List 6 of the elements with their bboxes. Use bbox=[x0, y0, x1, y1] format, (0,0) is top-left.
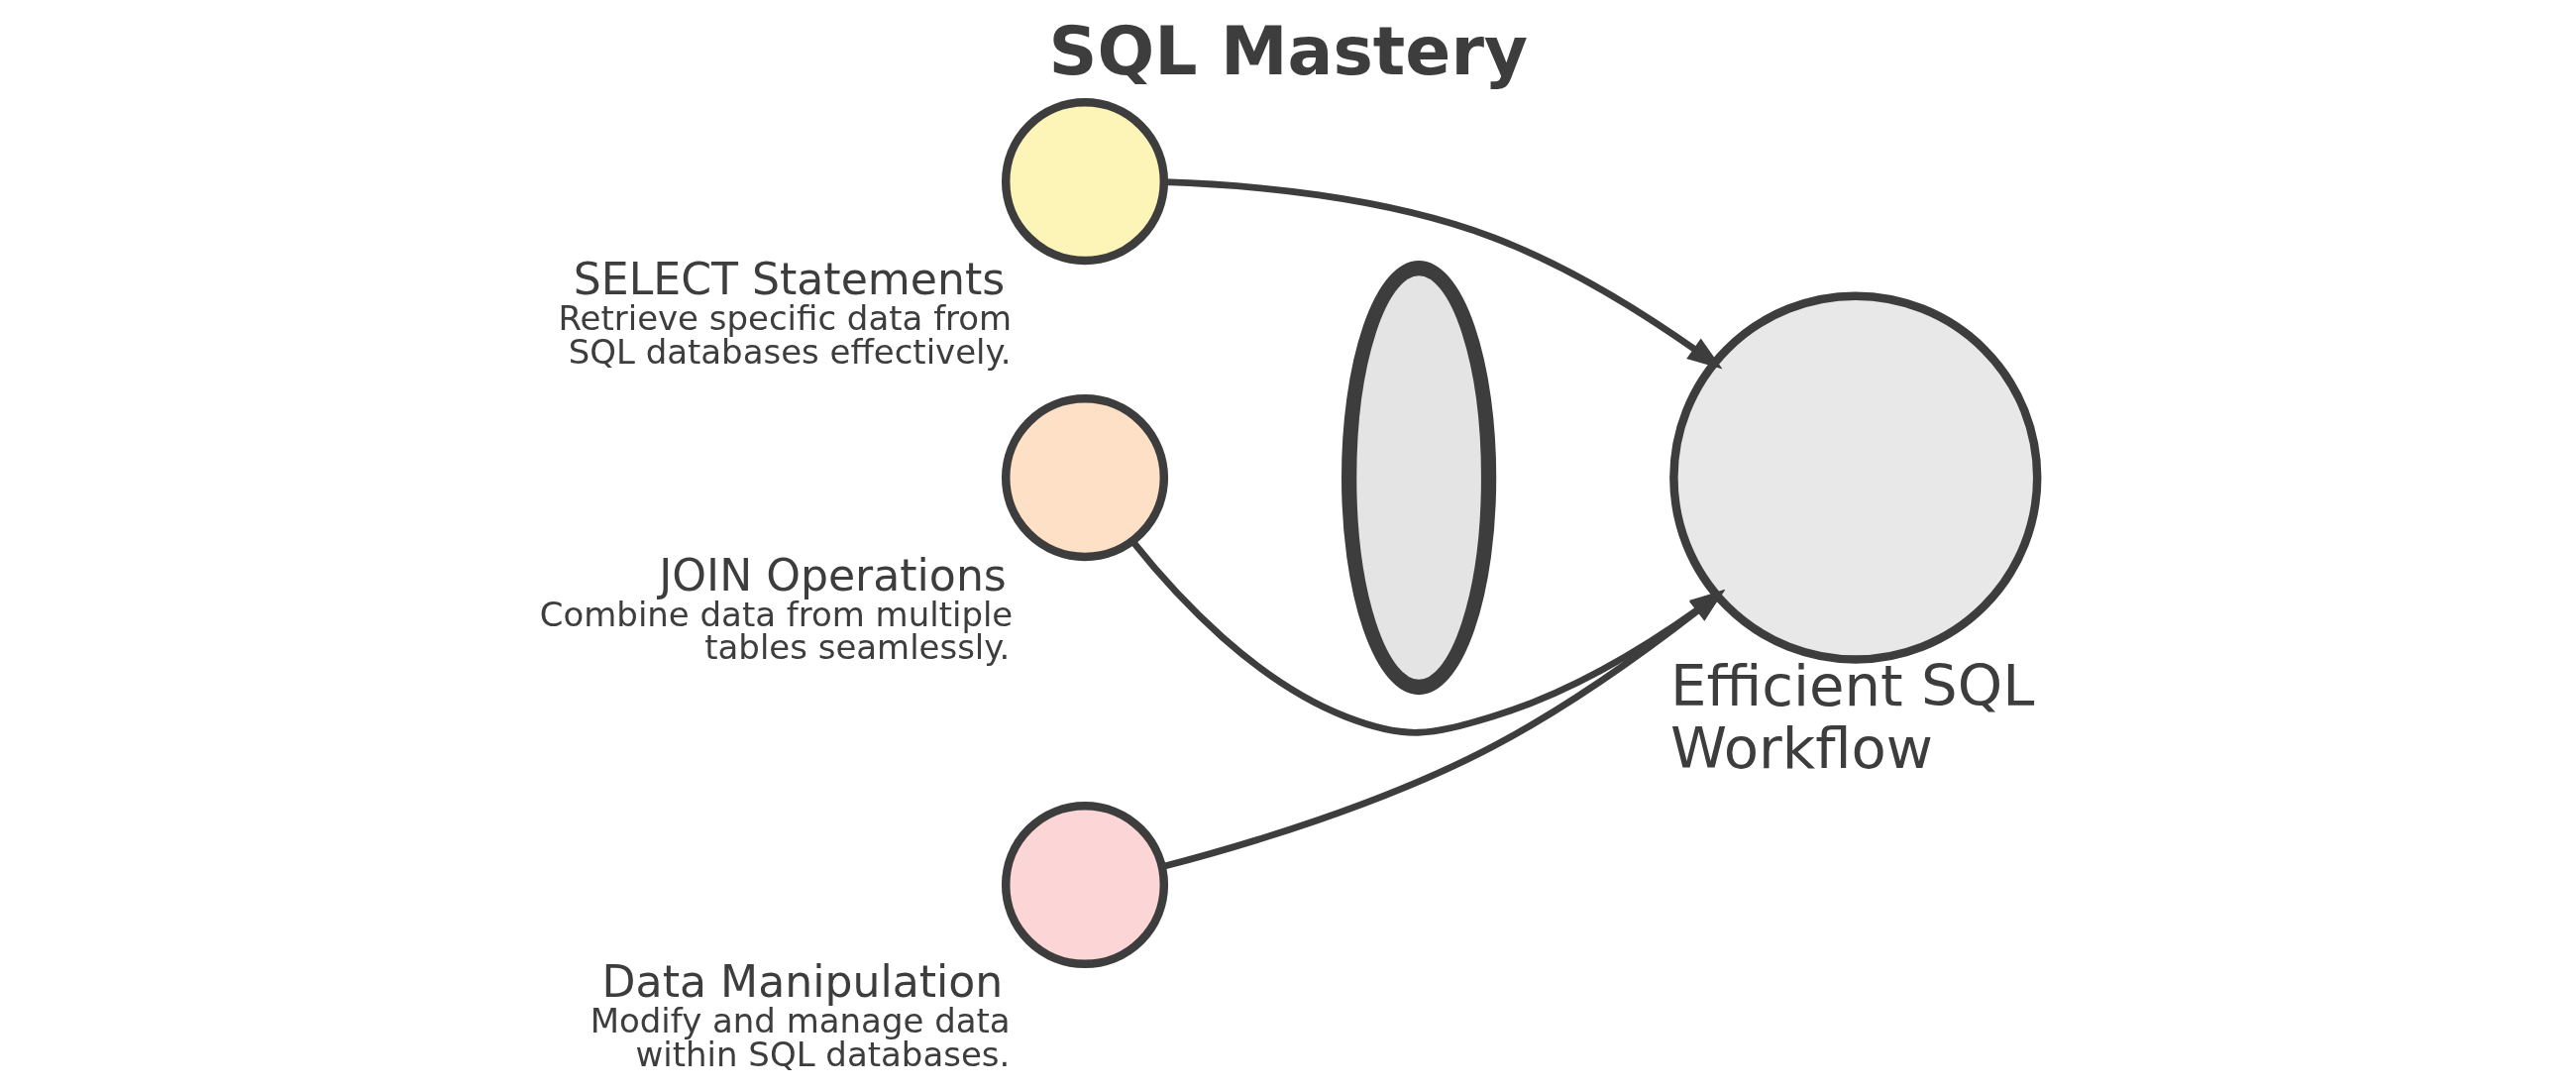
node-circle bbox=[1668, 291, 2041, 664]
node-circle bbox=[1001, 98, 1168, 266]
node-ellipse bbox=[1341, 261, 1496, 696]
node-circle bbox=[1001, 801, 1168, 969]
diagram-title: SQL Mastery bbox=[1048, 11, 1528, 90]
node-label: Efficient SQL Workflow bbox=[1669, 651, 2034, 782]
